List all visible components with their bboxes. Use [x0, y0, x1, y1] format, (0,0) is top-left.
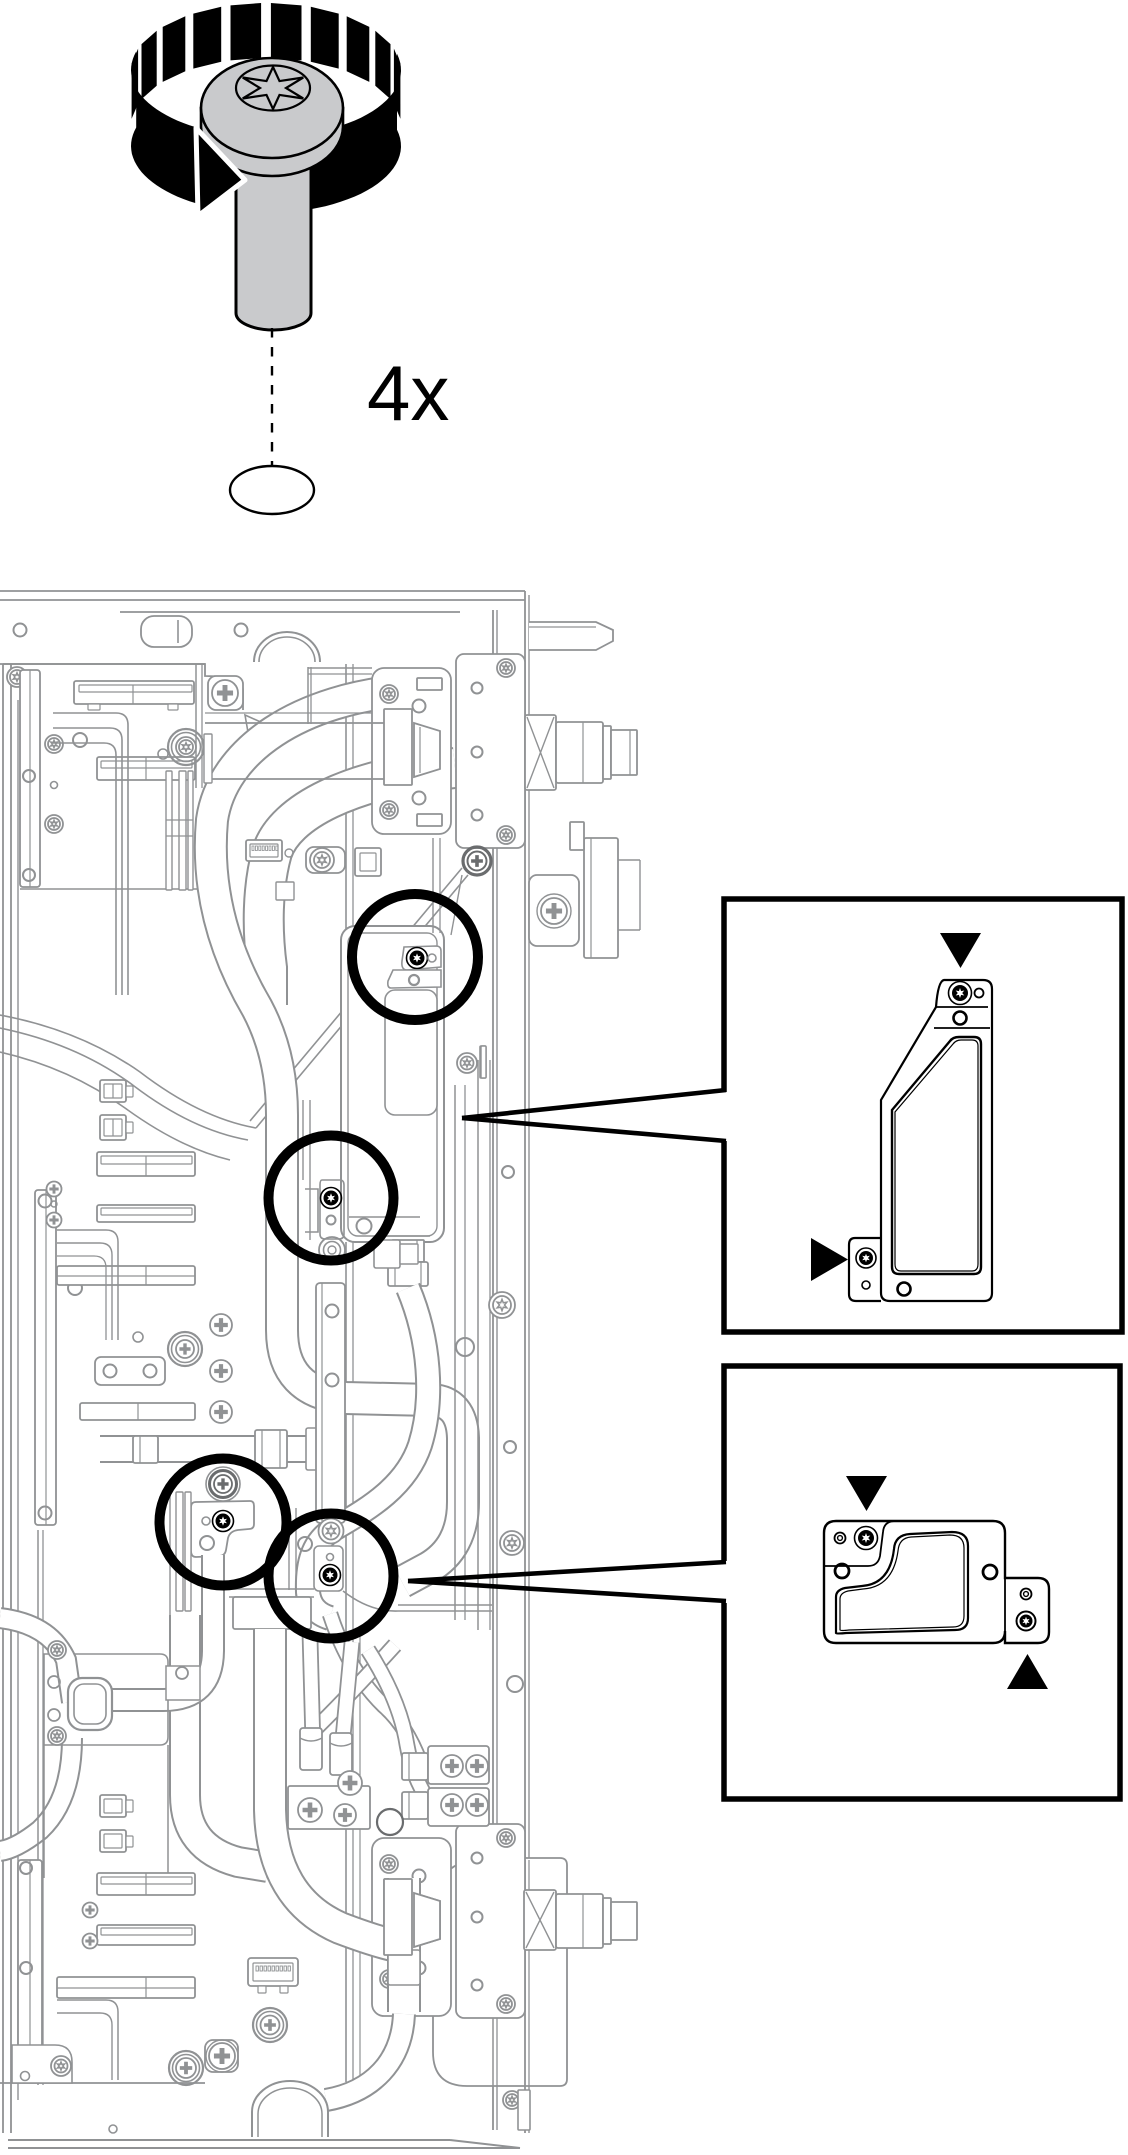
svg-text:4x: 4x [367, 349, 449, 437]
